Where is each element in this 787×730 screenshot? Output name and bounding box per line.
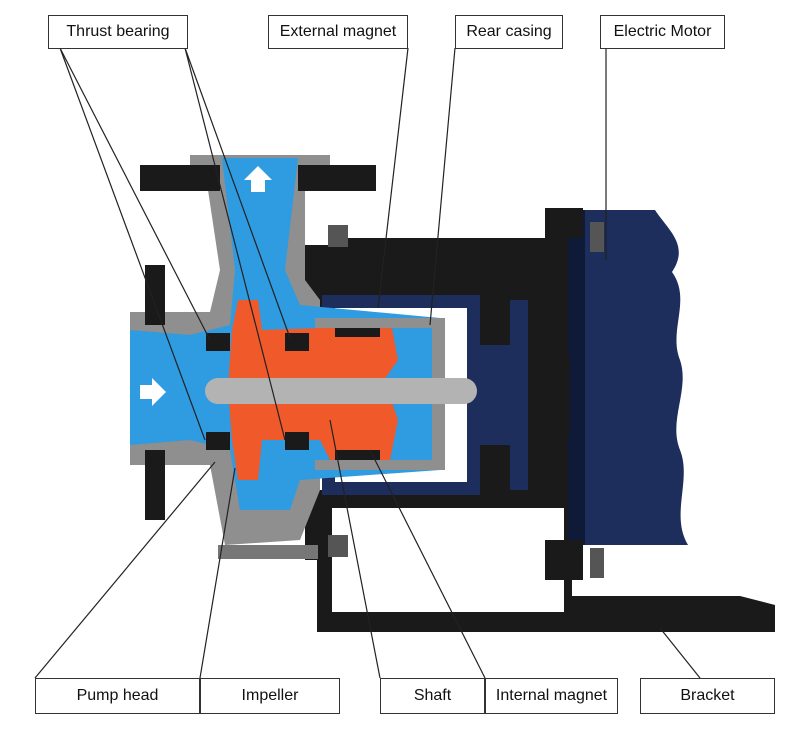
- label-bracket: Bracket: [640, 678, 775, 714]
- label-thrust-bearing: Thrust bearing: [48, 15, 188, 49]
- label-internal-magnet: Internal magnet: [485, 678, 618, 714]
- arrow-up-icon: [244, 166, 272, 192]
- rear-casing-wall: [315, 318, 445, 470]
- label-rear-casing: Rear casing: [455, 15, 563, 49]
- arrow-right-icon: [140, 378, 166, 406]
- leader-lines: [34, 47, 701, 679]
- label-shaft: Shaft: [380, 678, 485, 714]
- label-external-magnet: External magnet: [268, 15, 408, 49]
- electric-motor: [470, 208, 688, 580]
- shaft: [205, 378, 477, 404]
- thrust-bearings: [206, 333, 309, 450]
- label-pump-head: Pump head: [35, 678, 200, 714]
- bolts: [218, 222, 604, 578]
- label-impeller: Impeller: [200, 678, 340, 714]
- label-electric-motor: Electric Motor: [600, 15, 725, 49]
